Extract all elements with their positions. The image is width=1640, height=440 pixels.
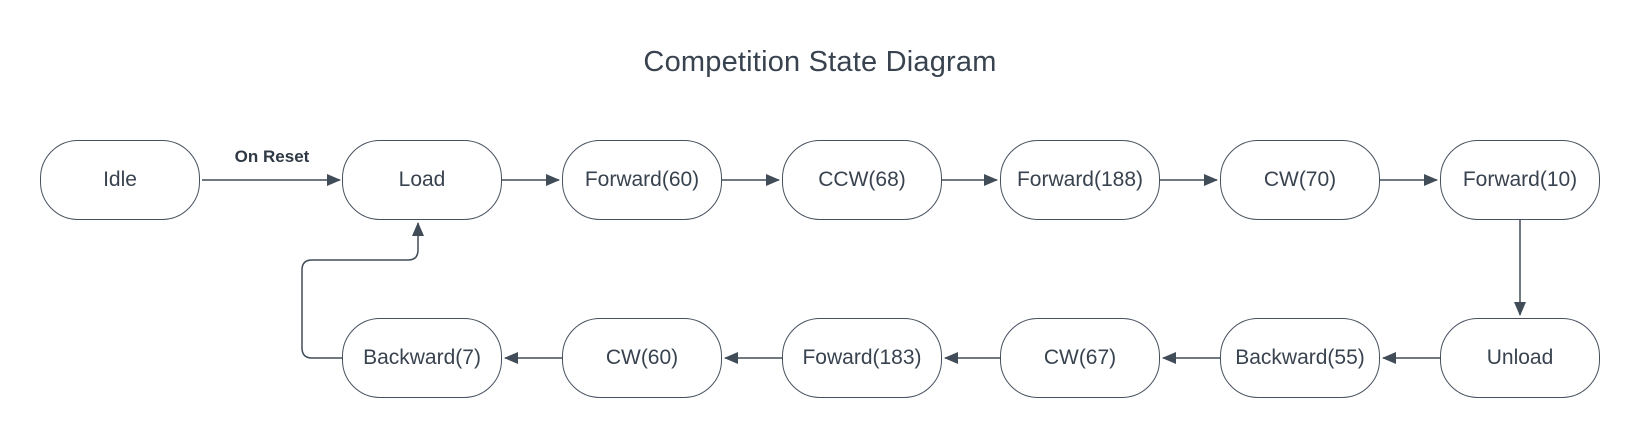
state-node-forward-188[interactable]: Forward(188) [1000, 140, 1160, 220]
state-node-idle[interactable]: Idle [40, 140, 200, 220]
state-node-forward-10[interactable]: Forward(10) [1440, 140, 1600, 220]
state-node-foward-183[interactable]: Foward(183) [782, 318, 942, 398]
state-node-load[interactable]: Load [342, 140, 502, 220]
state-node-cw-67[interactable]: CW(67) [1000, 318, 1160, 398]
diagram-title: Competition State Diagram [643, 46, 997, 78]
state-node-ccw-68[interactable]: CCW(68) [782, 140, 942, 220]
state-node-unload[interactable]: Unload [1440, 318, 1600, 398]
edge-backward7-load [301, 222, 424, 359]
state-node-cw-70[interactable]: CW(70) [1220, 140, 1380, 220]
state-node-backward-7[interactable]: Backward(7) [342, 318, 502, 398]
state-node-forward-60[interactable]: Forward(60) [562, 140, 722, 220]
edge-label-on-reset: On Reset [234, 147, 310, 166]
state-node-cw-60[interactable]: CW(60) [562, 318, 722, 398]
state-node-backward-55[interactable]: Backward(55) [1220, 318, 1380, 398]
